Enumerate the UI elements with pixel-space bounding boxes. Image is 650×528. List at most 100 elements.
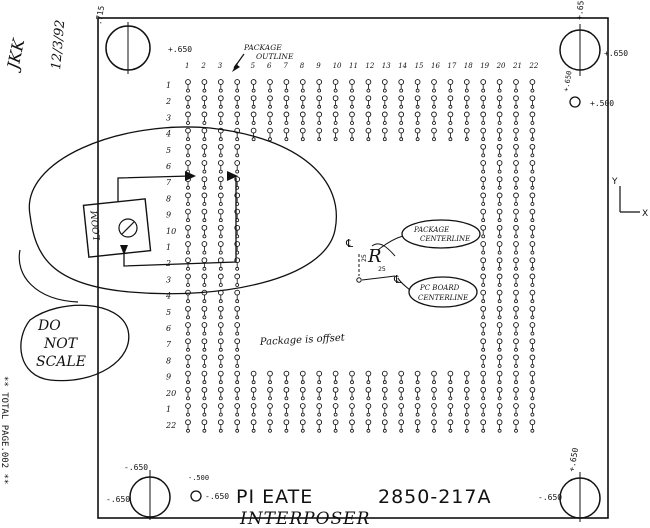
pin bbox=[447, 79, 454, 93]
row-number: 1 bbox=[166, 405, 171, 414]
pin bbox=[480, 403, 487, 417]
pin bbox=[234, 111, 241, 125]
pin bbox=[431, 79, 437, 93]
pin bbox=[201, 386, 208, 401]
column-number: 21 bbox=[512, 62, 522, 70]
pin bbox=[496, 241, 503, 255]
pin bbox=[299, 419, 306, 433]
row-number: 22 bbox=[165, 421, 176, 430]
pin bbox=[398, 386, 405, 401]
pin bbox=[513, 192, 519, 206]
pin bbox=[283, 386, 290, 401]
pin bbox=[496, 354, 503, 368]
do-not-scale-note: DO NOT SCALE bbox=[20, 304, 130, 382]
pin bbox=[480, 143, 487, 158]
pin bbox=[496, 305, 503, 320]
pin bbox=[513, 338, 519, 352]
pcb-centerline-label: PC BOARD CENTERLINE bbox=[418, 284, 468, 302]
pin bbox=[513, 322, 519, 336]
pin bbox=[185, 111, 191, 125]
pin bbox=[496, 127, 503, 142]
row-number: 6 bbox=[166, 162, 171, 171]
pin bbox=[463, 95, 470, 109]
pin bbox=[234, 241, 241, 255]
pin bbox=[480, 273, 487, 287]
column-number: 16 bbox=[431, 62, 440, 70]
pin bbox=[217, 354, 224, 368]
pin bbox=[201, 111, 208, 125]
pin bbox=[398, 403, 405, 417]
pin bbox=[365, 386, 372, 401]
pin bbox=[431, 95, 437, 109]
pin bbox=[513, 127, 519, 142]
pin bbox=[201, 354, 208, 368]
board-outline bbox=[97, 17, 609, 519]
pin bbox=[365, 79, 372, 93]
pin bbox=[529, 370, 536, 385]
pin bbox=[267, 386, 273, 401]
pin bbox=[185, 208, 191, 223]
pin bbox=[529, 160, 536, 174]
pin bbox=[381, 111, 388, 125]
pin bbox=[463, 79, 470, 93]
pin bbox=[299, 111, 306, 125]
part-number: 2850-217A bbox=[378, 486, 491, 508]
pin bbox=[283, 127, 290, 142]
pin bbox=[480, 289, 487, 304]
pin bbox=[529, 224, 536, 239]
mounting-holes bbox=[105, 22, 601, 522]
pin bbox=[398, 95, 405, 109]
pin bbox=[234, 79, 241, 93]
pin bbox=[381, 386, 388, 401]
date: 12/3/92 bbox=[49, 19, 68, 70]
pin bbox=[529, 208, 536, 223]
pin bbox=[480, 111, 487, 125]
pin bbox=[349, 95, 355, 109]
pin bbox=[513, 143, 519, 158]
pin bbox=[349, 386, 355, 401]
pin bbox=[217, 95, 224, 109]
pin bbox=[299, 370, 306, 385]
row-number: 9 bbox=[166, 373, 171, 382]
pin bbox=[480, 160, 487, 174]
pin bbox=[513, 257, 519, 271]
component-label: LOOM bbox=[90, 209, 103, 242]
pin bbox=[299, 403, 306, 417]
pin bbox=[496, 192, 503, 206]
pin bbox=[201, 224, 208, 239]
pin bbox=[496, 176, 503, 190]
row-number: 3 bbox=[166, 275, 171, 284]
pin bbox=[217, 160, 224, 174]
pin bbox=[234, 143, 241, 158]
pin bbox=[463, 386, 470, 401]
pin bbox=[217, 273, 224, 287]
pin bbox=[201, 370, 208, 385]
pin bbox=[332, 370, 339, 385]
pin bbox=[299, 127, 306, 142]
pin bbox=[529, 354, 536, 368]
pin bbox=[480, 386, 487, 401]
pin bbox=[365, 370, 372, 385]
dim-top-right-y: +.650 bbox=[604, 49, 628, 58]
pin bbox=[234, 289, 241, 304]
pin bbox=[513, 403, 519, 417]
pin bbox=[480, 354, 487, 368]
pin bbox=[381, 95, 388, 109]
pin bbox=[529, 143, 536, 158]
pin bbox=[381, 370, 388, 385]
pin bbox=[267, 95, 273, 109]
pin bbox=[365, 403, 372, 417]
pin bbox=[513, 95, 519, 109]
pin bbox=[283, 419, 290, 433]
pin bbox=[250, 386, 257, 401]
pin bbox=[217, 289, 224, 304]
pin bbox=[217, 241, 224, 255]
pin bbox=[529, 111, 536, 125]
pin bbox=[513, 386, 519, 401]
pin bbox=[365, 127, 372, 142]
pin bbox=[217, 127, 224, 142]
pin bbox=[217, 419, 224, 433]
pin bbox=[234, 419, 241, 433]
pin bbox=[234, 305, 241, 320]
